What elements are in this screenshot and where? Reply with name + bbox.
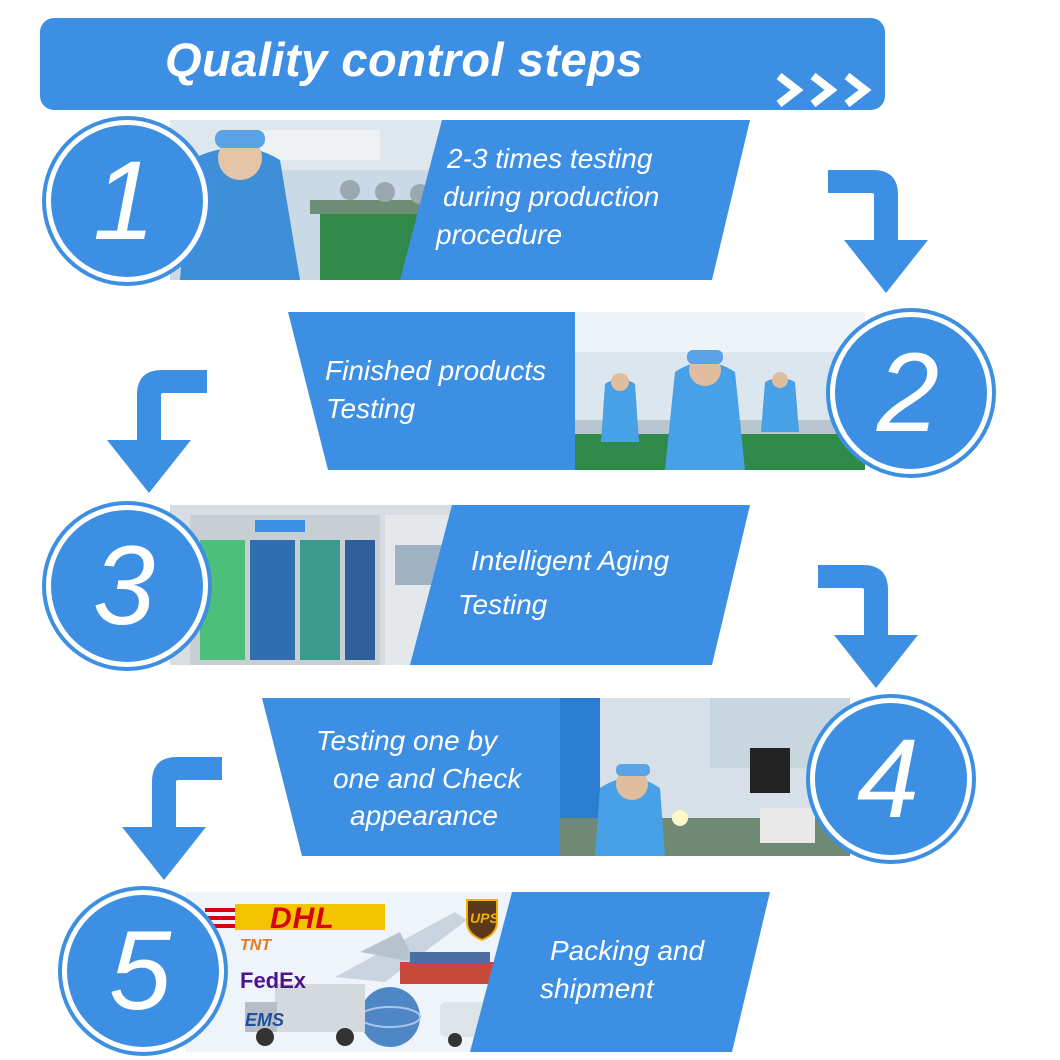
fedex-logo: FedEx	[240, 968, 307, 993]
arrow-down-right-icon-2	[818, 565, 918, 688]
step-2-text-panel	[288, 312, 608, 470]
step-4-photo	[560, 698, 850, 856]
step-5-number-circle: 5	[62, 890, 224, 1052]
ups-logo: UPS	[470, 910, 499, 926]
step-1-label-line-3: procedure	[436, 219, 563, 250]
step-4-label-line-3: appearance	[350, 800, 498, 831]
step-5-number: 5	[108, 908, 172, 1033]
step-2-number: 2	[876, 330, 940, 455]
page-title: Quality control steps	[165, 33, 643, 86]
step-2-label-line-1: Finished products	[325, 355, 547, 386]
step-2-photo	[575, 312, 865, 470]
step-4-number-circle: 4	[810, 698, 972, 860]
tnt-logo: TNT	[240, 937, 272, 954]
step-5-photo	[185, 892, 515, 1052]
step-4-number: 4	[856, 716, 920, 841]
step-5-label-line-1: Packing and	[550, 935, 705, 966]
step-3-photo	[170, 505, 460, 665]
step-3-number-circle: 3	[46, 505, 208, 667]
dhl-logo: DHL	[270, 902, 335, 935]
chevrons-right-icon	[776, 72, 872, 108]
step-4-text-panel	[262, 698, 592, 856]
step-3-label-line-1: Intelligent Aging	[471, 545, 670, 576]
arrow-down-right-icon	[828, 170, 928, 293]
step-2-label-line-2: Testing	[326, 393, 416, 424]
step-1-label: 2-3 times testing	[447, 140, 652, 178]
arrow-down-left-icon	[107, 370, 207, 493]
step-3-number: 3	[92, 523, 156, 648]
step-1-label-line: 2-3 times testing	[447, 143, 653, 174]
step-2-number-circle: 2	[830, 312, 992, 474]
step-5-label-line-2: shipment	[540, 973, 654, 1004]
step-1-text-panel	[400, 120, 750, 280]
step-3-text-panel	[410, 505, 750, 665]
step-3-label-line-2: Testing	[458, 589, 548, 620]
arrow-down-left-icon-2	[122, 757, 222, 880]
step-1-label-line-2: during production	[443, 181, 660, 212]
step-1-number: 1	[92, 138, 156, 263]
step-1-number-circle: 1	[46, 120, 208, 282]
header-banner: Quality control steps	[40, 18, 885, 110]
ems-logo: EMS	[245, 1010, 285, 1030]
step-4-label-line-2: one and Check	[333, 763, 522, 794]
step-5-text-panel	[470, 892, 770, 1052]
step-4-label-line-1: Testing one by	[316, 725, 498, 756]
